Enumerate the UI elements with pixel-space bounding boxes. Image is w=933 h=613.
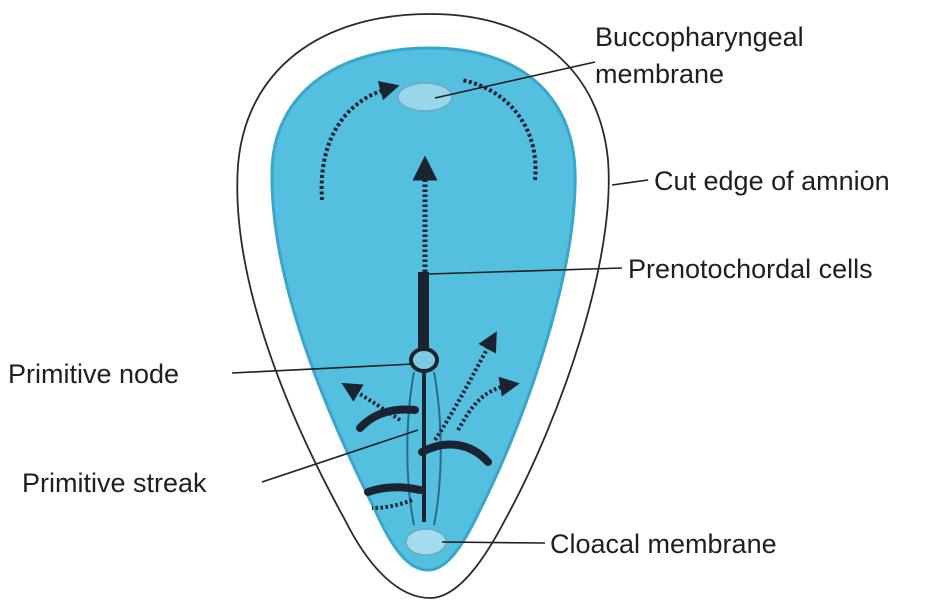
label-cloacal-membrane: Cloacal membrane: [550, 529, 777, 559]
primitive-node: [411, 349, 437, 371]
leader-cut-edge-amnion: [612, 180, 648, 185]
buccopharyngeal-membrane: [398, 83, 452, 111]
label-buccopharyngeal-line2: membrane: [595, 59, 724, 89]
prenotochordal-cells: [418, 272, 429, 356]
left-lower-band: [368, 487, 420, 492]
leader-cloacal-membrane: [442, 542, 545, 543]
label-primitive-streak: Primitive streak: [22, 468, 207, 498]
label-primitive-node: Primitive node: [8, 359, 179, 389]
cloacal-membrane: [406, 529, 446, 555]
label-buccopharyngeal-line1: Buccopharyngeal: [595, 22, 804, 52]
label-prenotochordal-cells: Prenotochordal cells: [628, 254, 873, 284]
label-cut-edge-amnion: Cut edge of amnion: [654, 166, 890, 196]
